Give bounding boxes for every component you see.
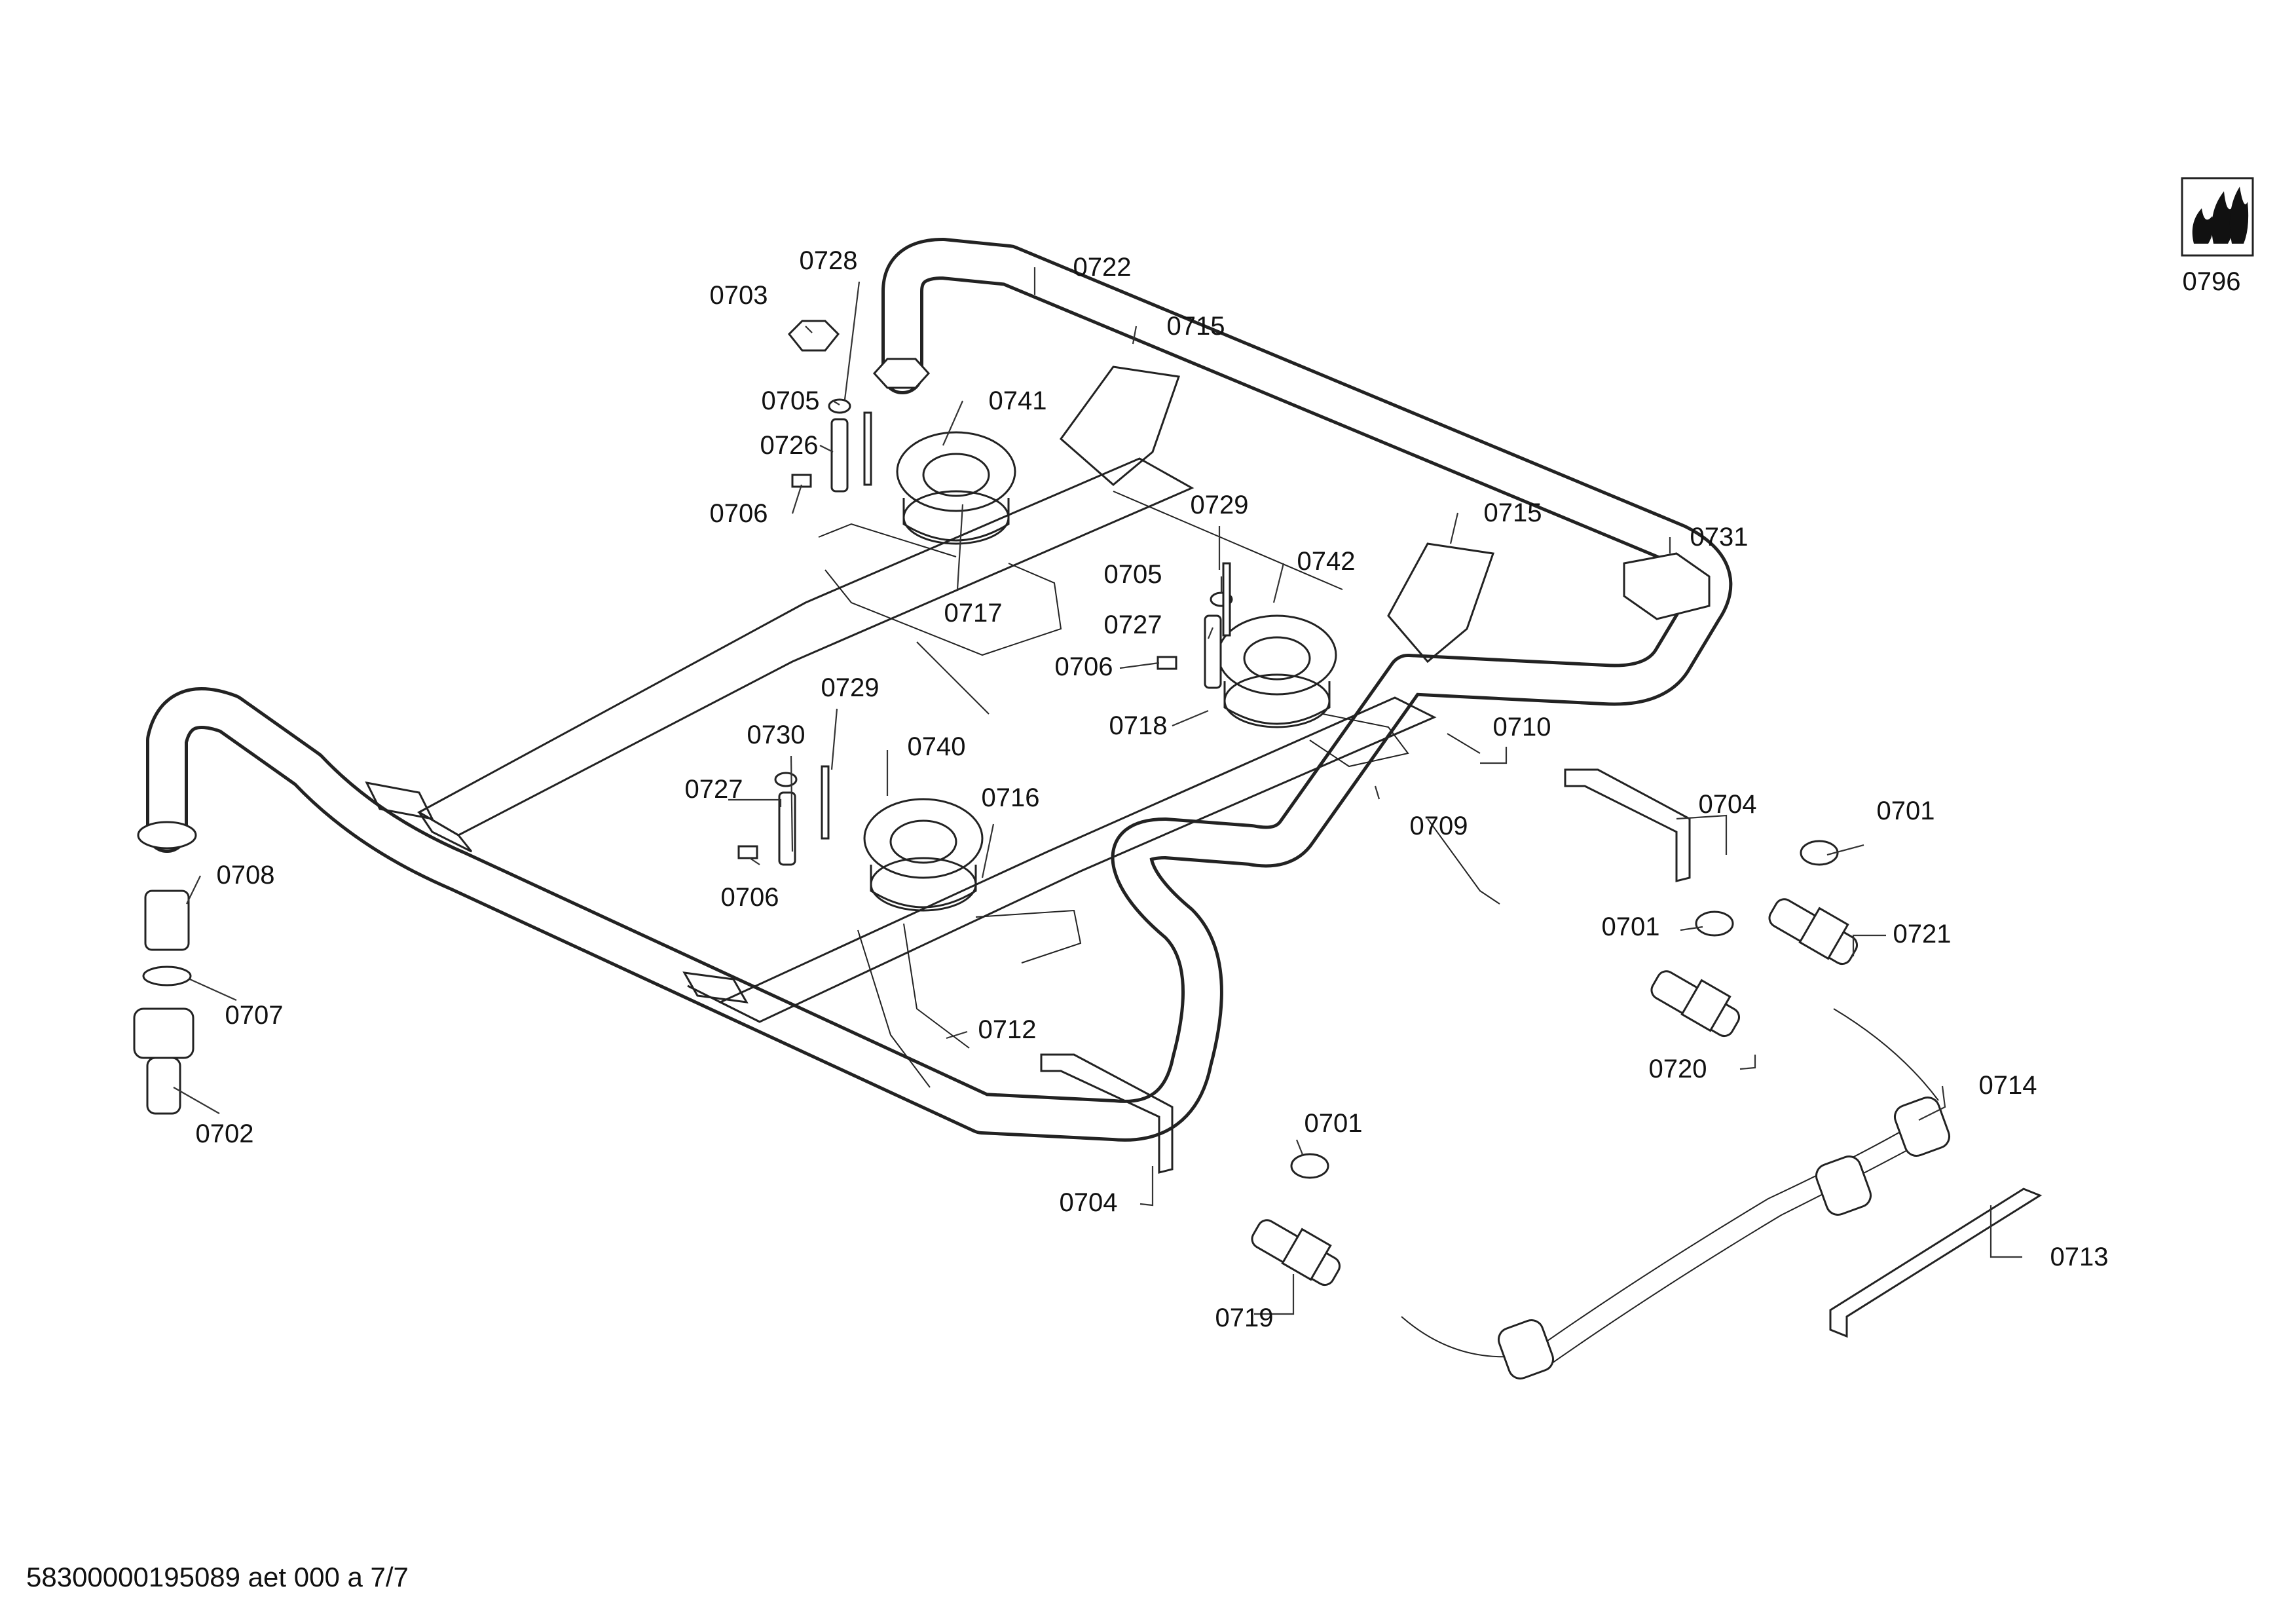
part-label-0740: 0740: [907, 732, 966, 761]
part-label-0729: 0729: [821, 673, 880, 702]
part-label-0706: 0706: [709, 499, 768, 528]
ignition-module-0731: [1623, 552, 1711, 620]
burner-support-rails: [365, 366, 1495, 1023]
part-label-0727: 0727: [684, 775, 743, 804]
burner-0741: [896, 431, 1016, 545]
gas-flames-icon: [2181, 177, 2254, 257]
part-label-0727: 0727: [1103, 610, 1162, 639]
part-label-0731: 0731: [1690, 523, 1749, 552]
part-label-0706: 0706: [1054, 652, 1113, 681]
part-label-0705: 0705: [761, 386, 820, 415]
bracket-0704-right: [1564, 768, 1691, 882]
nut-0702: [133, 1007, 194, 1059]
fitting-0708: [144, 890, 190, 951]
part-label-0726: 0726: [760, 431, 819, 460]
strip-0713: [1829, 1188, 2043, 1338]
part-label-0704: 0704: [1698, 790, 1757, 819]
ignition-harness-0714: [1401, 1008, 1950, 1379]
part-label-0709: 0709: [1409, 812, 1468, 840]
part-label-0706: 0706: [720, 883, 779, 912]
part-label-0796: 0796: [2182, 267, 2241, 296]
part-label-0728: 0728: [799, 246, 858, 275]
part-label-0721: 0721: [1893, 920, 1952, 948]
part-label-0701: 0701: [1601, 912, 1660, 941]
burner-0740: [863, 798, 984, 912]
part-label-0713: 0713: [2050, 1243, 2109, 1271]
part-label-0718: 0718: [1109, 711, 1168, 740]
washer-0707: [142, 966, 192, 986]
part-label-0741: 0741: [988, 386, 1047, 415]
part-label-0742: 0742: [1297, 547, 1356, 576]
document-code: 58300000195089 aet 000 a 7/7: [26, 1562, 409, 1592]
part-label-0715: 0715: [1483, 498, 1542, 527]
part-label-0715: 0715: [1166, 312, 1225, 341]
part-label-0701: 0701: [1304, 1109, 1363, 1138]
gas-tap-0720: [1650, 970, 1740, 1038]
gas-tap-0719: [1251, 1219, 1341, 1286]
gas-lines: [818, 491, 1500, 1088]
part-label-0707: 0707: [225, 1001, 284, 1030]
part-label-0722: 0722: [1073, 253, 1132, 282]
part-label-0702: 0702: [195, 1119, 254, 1148]
bracket-0704-bottom: [1040, 1053, 1174, 1174]
leader-lines: [173, 267, 2022, 1315]
part-label-0720: 0720: [1648, 1055, 1707, 1083]
part-label-0714: 0714: [1978, 1071, 2037, 1100]
part-label-0705: 0705: [1103, 560, 1162, 589]
gas-tap-0721: [1768, 898, 1858, 966]
small-parts: [133, 320, 1839, 1179]
part-label-0712: 0712: [978, 1015, 1037, 1044]
part-label-0710: 0710: [1492, 713, 1551, 741]
burner-0742: [1217, 614, 1337, 728]
part-label-0708: 0708: [216, 861, 275, 890]
gas-manifold-pipe: [137, 238, 1733, 1142]
part-label-0730: 0730: [747, 721, 805, 749]
part-label-0717: 0717: [944, 599, 1003, 628]
part-label-0729: 0729: [1190, 491, 1249, 519]
part-label-0704: 0704: [1059, 1188, 1118, 1217]
part-label-0703: 0703: [709, 281, 768, 310]
part-label-0701: 0701: [1876, 797, 1935, 825]
nut-0703: [787, 320, 840, 352]
part-label-0716: 0716: [981, 783, 1040, 812]
part-label-0719: 0719: [1215, 1304, 1274, 1332]
